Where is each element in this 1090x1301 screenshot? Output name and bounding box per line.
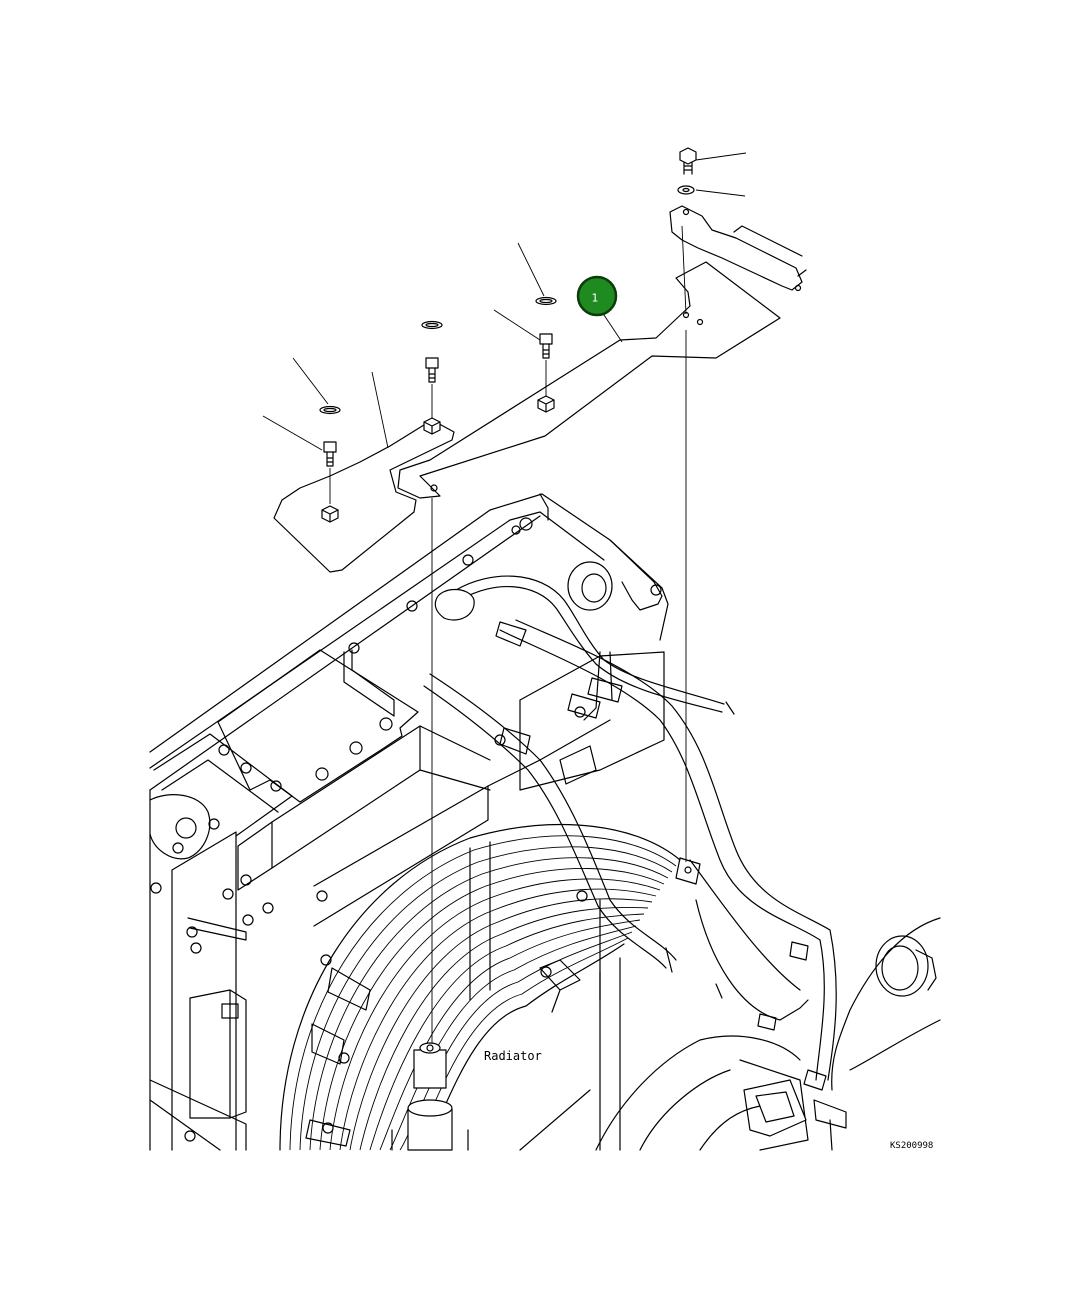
- cap-screw-2: [425, 357, 439, 418]
- mount-block-3: [537, 395, 555, 413]
- left-side-components: [149, 794, 247, 1151]
- leader-lines: [262, 225, 687, 1048]
- callout-1-number: 1: [592, 292, 599, 305]
- cap-screw-1: [323, 441, 337, 504]
- upper-bracket: [669, 205, 807, 292]
- radiator-core: [279, 823, 681, 1151]
- hose-clamps: [665, 701, 827, 1091]
- cap-screw-3: [539, 333, 553, 396]
- hoses: [423, 575, 837, 1081]
- radiator-frame: [149, 493, 669, 1151]
- radiator-cap: [391, 1099, 469, 1151]
- drawing-code: KS200998: [890, 1141, 933, 1151]
- leader-washer: [695, 189, 746, 197]
- spacer-ring-1: [319, 405, 341, 415]
- right-piping: [519, 917, 941, 1151]
- short-cover-plate: [273, 419, 455, 573]
- surge-tank: [434, 561, 665, 791]
- top-bolt: [679, 147, 697, 175]
- mount-block-1: [321, 505, 339, 523]
- top-washer: [677, 185, 695, 195]
- mount-block-2: [423, 417, 441, 435]
- radiator-label: Radiator: [484, 1049, 542, 1063]
- callout-1[interactable]: 1: [576, 275, 618, 317]
- long-cover-plate: [397, 261, 781, 499]
- spacer-ring-3: [535, 296, 557, 306]
- spacer-ring-2: [421, 320, 443, 330]
- radiator-top-cover: [153, 649, 611, 927]
- radiator-mount: [413, 1042, 447, 1089]
- leader-bolt: [695, 152, 747, 161]
